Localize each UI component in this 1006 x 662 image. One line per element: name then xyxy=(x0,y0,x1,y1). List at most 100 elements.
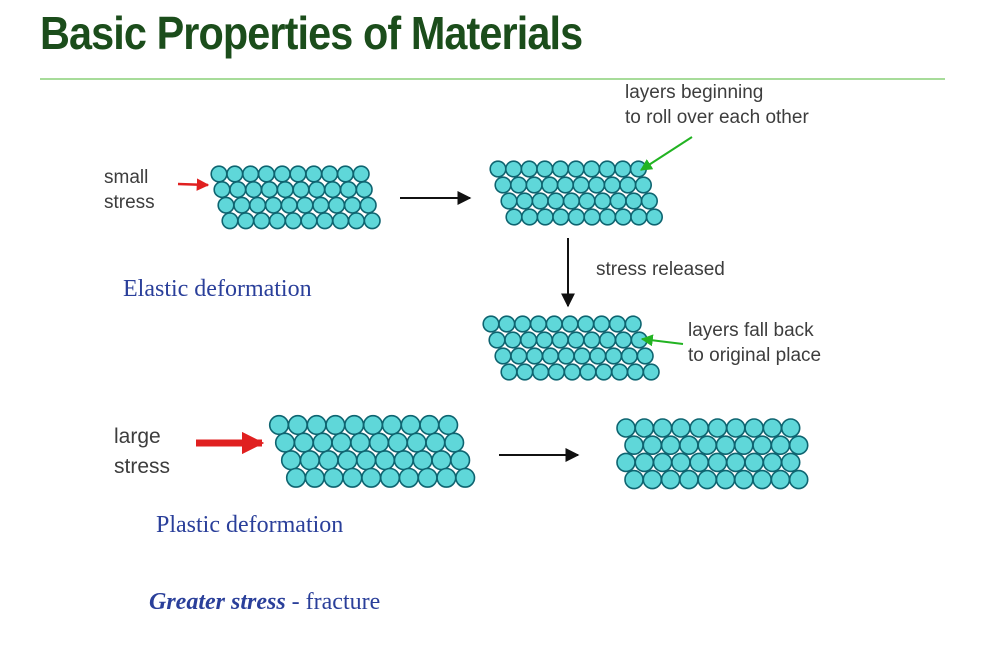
atom xyxy=(619,176,637,194)
lattice-elastic-stressed xyxy=(489,160,664,226)
atom xyxy=(280,450,302,471)
atom xyxy=(567,208,586,226)
atom xyxy=(264,196,283,214)
atom xyxy=(610,363,629,381)
fall-back-line-1: layers fall back xyxy=(688,320,814,341)
small-stress-label: small stress xyxy=(104,165,155,215)
atom xyxy=(541,176,559,194)
lattice-elastic-initial xyxy=(210,165,381,230)
rolling-pointer-arrow xyxy=(639,136,693,171)
atom xyxy=(567,160,585,178)
atom xyxy=(489,160,507,178)
atom xyxy=(557,347,575,365)
atom xyxy=(398,467,419,488)
atom xyxy=(221,212,239,230)
atom xyxy=(578,192,596,210)
atom xyxy=(450,450,471,471)
atom xyxy=(325,414,346,436)
atom xyxy=(593,192,612,210)
atom xyxy=(616,418,636,438)
atom xyxy=(642,469,663,490)
atom xyxy=(359,196,377,214)
atom xyxy=(356,450,377,471)
atom xyxy=(226,165,244,183)
lattices xyxy=(210,160,809,490)
atom xyxy=(213,181,231,199)
atom xyxy=(438,414,459,436)
atom xyxy=(273,165,291,183)
atom xyxy=(419,414,440,436)
atom xyxy=(509,176,528,194)
atom xyxy=(482,315,500,333)
atom xyxy=(339,181,358,199)
stress-released-label: stress released xyxy=(596,259,725,280)
small-stress-arrow xyxy=(177,178,210,191)
atom xyxy=(645,208,664,226)
atom xyxy=(587,176,606,194)
lattice-plastic-initial xyxy=(268,414,476,488)
atom xyxy=(624,435,644,456)
atom xyxy=(679,469,699,490)
atom xyxy=(292,181,310,199)
lattice-elastic-released xyxy=(482,315,660,381)
atom xyxy=(630,208,648,226)
atom xyxy=(551,331,569,349)
atom xyxy=(337,450,358,471)
atom xyxy=(715,435,736,456)
atom xyxy=(536,208,554,226)
atom xyxy=(563,363,581,381)
atom xyxy=(733,435,754,456)
fall-back-line-2: to original place xyxy=(688,345,822,366)
atom xyxy=(572,176,590,194)
atom xyxy=(583,331,601,349)
atom xyxy=(268,414,290,436)
atom xyxy=(752,469,772,490)
atom xyxy=(579,363,597,381)
atom xyxy=(624,469,644,490)
atom xyxy=(381,414,402,436)
atom xyxy=(324,181,342,199)
atom xyxy=(660,435,681,456)
atom xyxy=(608,315,627,333)
small-stress-line-1: small xyxy=(104,167,149,188)
atom xyxy=(274,432,296,453)
atom xyxy=(510,347,528,365)
atom xyxy=(316,212,334,230)
atom xyxy=(406,432,427,453)
fall-back-label: layers fall back to original place xyxy=(688,318,821,368)
atom xyxy=(260,181,279,199)
atom xyxy=(634,176,653,194)
atom xyxy=(525,347,544,365)
atom xyxy=(355,181,373,199)
atom xyxy=(387,432,408,453)
atom xyxy=(552,208,570,226)
atom xyxy=(573,347,591,365)
atom xyxy=(312,196,330,214)
atom xyxy=(752,435,772,456)
atom xyxy=(237,212,255,230)
atom xyxy=(253,212,271,230)
atom xyxy=(249,196,267,214)
atom xyxy=(361,467,382,488)
atom xyxy=(634,452,655,473)
atom xyxy=(642,435,663,456)
rolling-line-2: to roll over each other xyxy=(625,107,809,128)
atom xyxy=(636,347,654,365)
atom xyxy=(363,212,381,230)
atom xyxy=(332,212,350,230)
atom xyxy=(595,363,613,381)
atom xyxy=(352,165,370,183)
atom xyxy=(707,452,728,473)
large-stress-label: large stress xyxy=(114,422,170,482)
atom xyxy=(609,192,627,210)
atom xyxy=(551,160,570,178)
atom xyxy=(328,196,346,214)
fracture-text: - fracture xyxy=(285,589,381,615)
atom xyxy=(393,450,414,471)
large-stress-line-1: large xyxy=(114,425,161,448)
atom xyxy=(379,467,401,488)
atom xyxy=(598,208,617,226)
atom xyxy=(598,160,616,178)
atom xyxy=(515,192,534,210)
